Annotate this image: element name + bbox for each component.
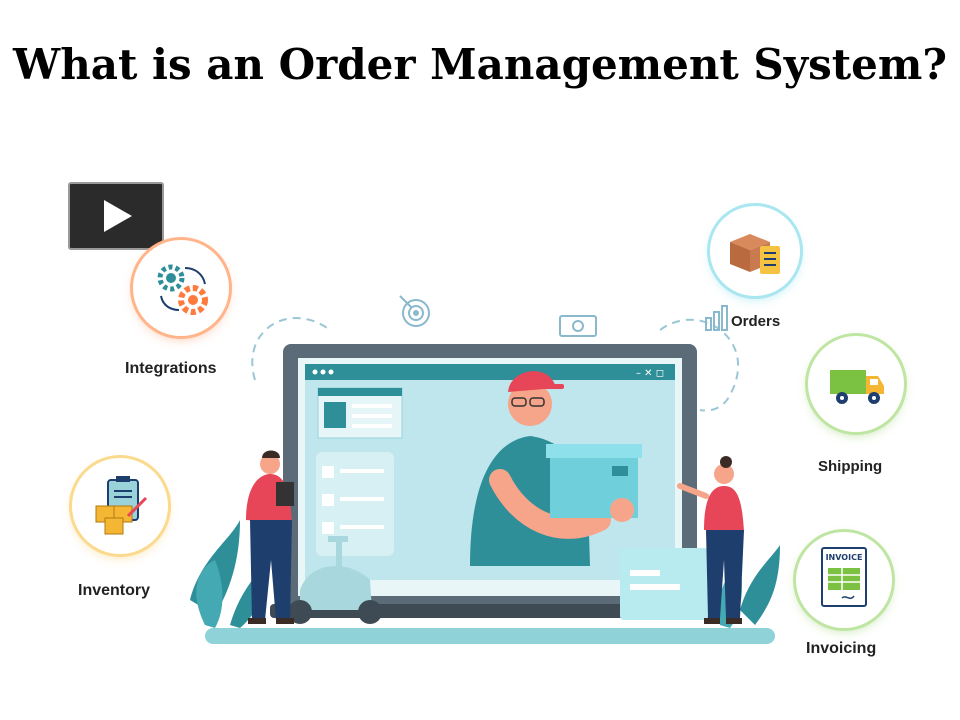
shipping-badge — [808, 336, 904, 432]
woman — [677, 456, 744, 624]
inventory-label: Inventory — [78, 582, 151, 599]
dashed-arc-left — [251, 317, 331, 381]
truck-icon — [830, 370, 884, 404]
invoicing-label: Invoicing — [806, 640, 877, 657]
invoice-icon: INVOICE — [821, 547, 867, 607]
invoice-heading: INVOICE — [826, 553, 863, 562]
shipping-label: Shipping — [818, 458, 883, 475]
screen-titlebar — [305, 364, 675, 380]
inventory-badge — [72, 458, 168, 554]
man-with-clipboard — [246, 450, 294, 624]
play-icon — [104, 200, 132, 232]
plant-right — [740, 545, 780, 625]
play-button[interactable] — [68, 182, 164, 250]
window-controls: – ✕ ◻ — [636, 368, 664, 379]
clipboard-boxes-icon — [95, 476, 148, 535]
invoicing-badge: INVOICE — [796, 532, 892, 628]
box-checklist-icon — [730, 234, 780, 274]
delivery-person — [470, 371, 642, 566]
floor — [205, 628, 775, 644]
money-icon — [559, 315, 597, 337]
bar-chart-icon — [705, 305, 728, 331]
dashed-arc-right — [659, 318, 739, 412]
scooter — [288, 536, 382, 624]
integrations-badge — [133, 240, 229, 336]
screen-widget-2 — [316, 452, 394, 556]
clipboard — [276, 482, 294, 506]
slide-title: What is an Order Management System? — [13, 40, 947, 89]
orders-label: Orders — [731, 313, 781, 330]
orders-badge — [710, 206, 800, 296]
gears-icon — [157, 264, 208, 315]
integrations-label: Integrations — [125, 360, 217, 377]
target-icon — [399, 295, 430, 327]
